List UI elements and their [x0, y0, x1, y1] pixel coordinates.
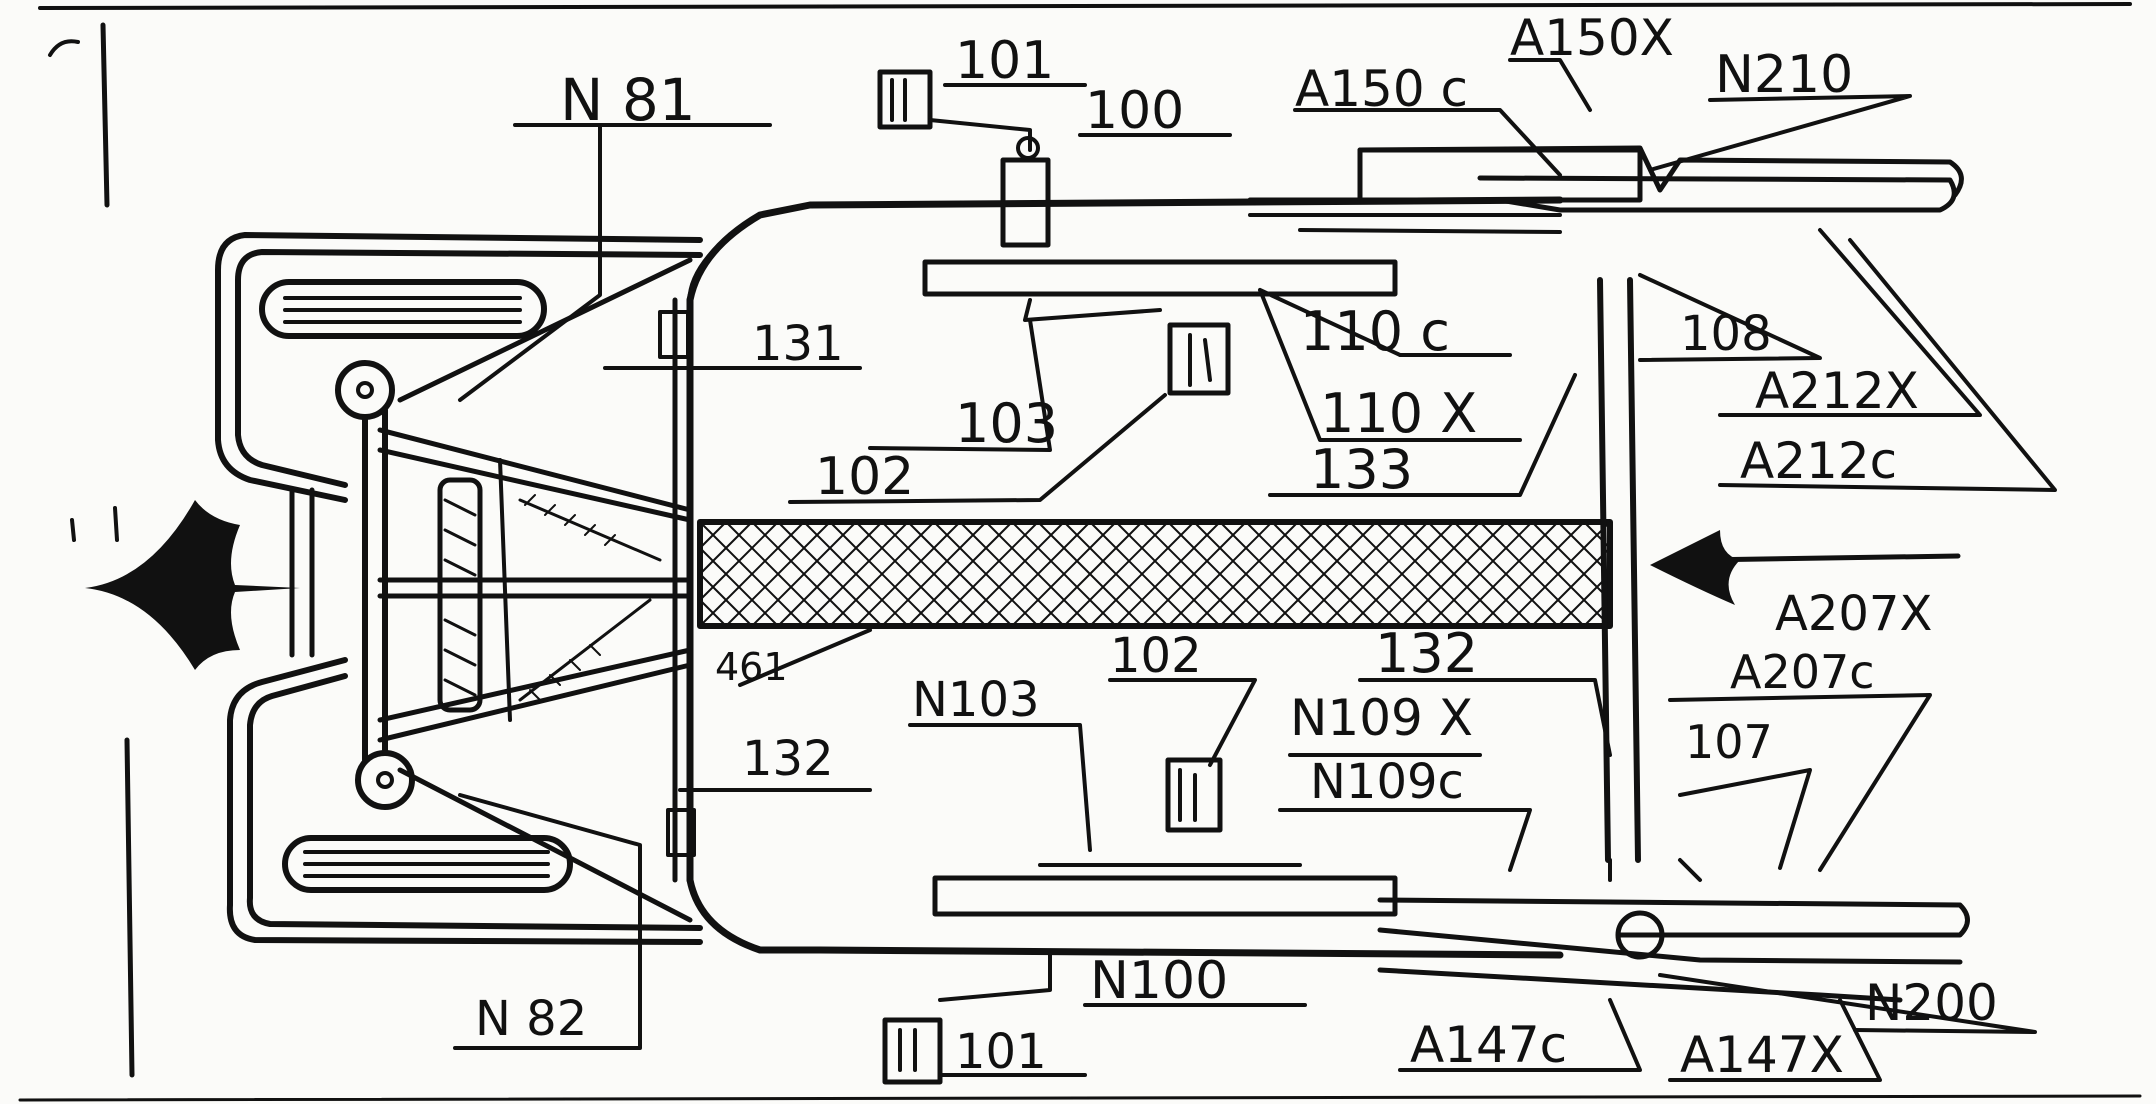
main-body-outline [672, 196, 1564, 959]
label-n100: N100 [1090, 951, 1228, 1011]
label-n109c: N109c [1310, 754, 1464, 810]
hatch-line [1479, 521, 1585, 627]
hatch-line [1323, 521, 1429, 627]
label-461: 461 [715, 645, 788, 689]
hatch-line [699, 521, 805, 627]
hatch-line [1167, 521, 1273, 627]
hatch-line [1375, 521, 1481, 627]
hatch-line [1141, 521, 1247, 627]
label-a150c: A150 c [1295, 60, 1468, 118]
left-margin-line-lower [124, 737, 135, 1078]
label-110x: 110 X [1320, 382, 1477, 445]
hatch-line [881, 521, 987, 627]
hatch-line [1297, 521, 1403, 627]
hatch-line [855, 521, 961, 627]
hatch-line [1193, 521, 1299, 627]
label-103: 103 [955, 392, 1058, 455]
component-box-101-bottom [882, 953, 1052, 1085]
hatch-line [1505, 521, 1611, 627]
label-a147x: A147X [1680, 1026, 1844, 1084]
label-n81: N 81 [560, 66, 696, 134]
label-110c: 110 c [1300, 300, 1450, 363]
corner-hook [48, 39, 80, 57]
label-n82: N 82 [475, 991, 587, 1047]
bottom-side-member [932, 858, 1970, 1003]
hatch-line [725, 521, 831, 627]
hatch-line [907, 521, 1013, 627]
hatch-line [959, 521, 1065, 627]
hatch-line [829, 521, 935, 627]
rear-frame-loop [215, 232, 703, 945]
component-box-132-left [666, 808, 696, 857]
center-tunnel [697, 519, 1613, 629]
front-direction-arrow [1650, 530, 1961, 605]
label-a212x: A212X [1755, 362, 1919, 420]
label-133: 133 [1310, 438, 1413, 501]
hatch-line [1349, 521, 1455, 627]
hatch-line [751, 521, 857, 627]
hatch-line [1401, 521, 1507, 627]
hatch-line [985, 521, 1091, 627]
label-108: 108 [1680, 306, 1772, 362]
hatch-line [1427, 521, 1533, 627]
hatch-line [1037, 521, 1143, 627]
label-102-left: 102 [815, 447, 914, 507]
hatch-line [1115, 521, 1221, 627]
label-a212c: A212c [1740, 432, 1897, 490]
front-crossbar [1597, 277, 1641, 863]
label-n109x: N109 X [1290, 689, 1473, 747]
hatch-line [777, 521, 883, 627]
component-box-131 [658, 310, 690, 359]
rear-direction-arrow [85, 500, 300, 670]
rear-wheel-top [259, 279, 547, 339]
track-rod-top [1023, 298, 1162, 322]
top-border [38, 2, 2132, 10]
component-steering-column [1000, 136, 1051, 248]
label-100: 100 [1085, 81, 1184, 141]
top-side-member [922, 145, 1964, 297]
hatch-line [1011, 521, 1117, 627]
hatch-line [803, 521, 909, 627]
rear-wheel-bottom [282, 835, 573, 893]
bottom-border [18, 1094, 2142, 1102]
component-box-101-top [877, 69, 1032, 152]
component-box-103 [1167, 322, 1231, 396]
label-131: 131 [752, 316, 844, 372]
rear-axle-assembly [362, 257, 693, 923]
label-132-right: 132 [1375, 622, 1478, 685]
label-132-left: 132 [742, 731, 834, 787]
hatch-line [1219, 521, 1325, 627]
hatch-line [1089, 521, 1195, 627]
leader-lines [453, 58, 2057, 1082]
label-101-bottom: 101 [955, 1024, 1047, 1080]
label-101-top: 101 [955, 31, 1054, 91]
hatch-line [1271, 521, 1377, 627]
label-n103: N103 [912, 672, 1040, 728]
left-tick [70, 506, 119, 542]
hatch-line [933, 521, 1039, 627]
part-labels: N 81 101 100 A150 c A150X N210 131 103 1… [475, 9, 1998, 1084]
hatch-line [1245, 521, 1351, 627]
label-a147c: A147c [1410, 1016, 1567, 1074]
label-a207x: A207X [1775, 586, 1932, 642]
label-a207c: A207c [1730, 645, 1875, 699]
component-box-102-mid [1165, 757, 1223, 833]
label-n200: N200 [1865, 974, 1998, 1032]
label-102-mid: 102 [1110, 628, 1202, 684]
hatch-line [1453, 521, 1559, 627]
label-a150x: A150X [1510, 9, 1674, 67]
left-margin-line [100, 22, 110, 208]
label-107: 107 [1685, 715, 1773, 769]
label-n210: N210 [1715, 45, 1853, 105]
hatch-line [1063, 521, 1169, 627]
